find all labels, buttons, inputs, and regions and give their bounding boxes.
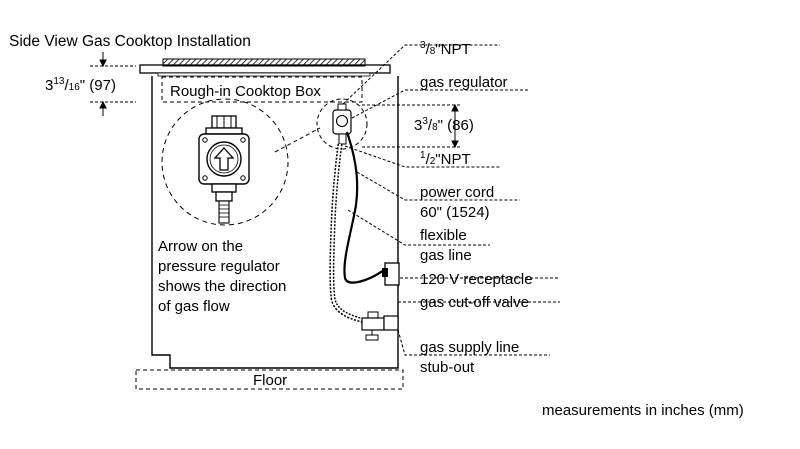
arrow-note-line-2: pressure regulator (158, 258, 280, 275)
arrow-note-line-3: shows the direction (158, 278, 286, 295)
regulator-height-dimension (362, 103, 462, 149)
gas-regulator-label: gas regulator (420, 74, 508, 91)
rough-in-box-label: Rough-in Cooktop Box (170, 83, 321, 100)
rough-in-box-outline (161, 76, 363, 103)
arrow-note-line-4: of gas flow (158, 298, 230, 315)
cooktop-height-label: 313/16" (97) (45, 76, 116, 94)
diagram-title: Side View Gas Cooktop Installation (9, 33, 251, 50)
floor-label: Floor (253, 372, 287, 389)
cooktop-top (139, 58, 391, 77)
cooktop-height-dimension (90, 52, 136, 116)
supply-line-label-2: stub-out (420, 359, 475, 376)
measurements-note: measurements in inches (mm) (542, 402, 744, 419)
npt-top-label: 3/8"NPT (420, 40, 471, 58)
receptacle-label: 120 V receptacle (420, 271, 533, 288)
power-cord-label-1: power cord (420, 184, 494, 201)
arrow-note-line-1: Arrow on the (158, 238, 243, 255)
regulator-height-label: 33/8" (86) (414, 116, 474, 134)
supply-line-label-1: gas supply line (420, 339, 519, 356)
cabinet-outline (151, 76, 399, 369)
receptacle (382, 262, 400, 286)
gas-cutoff-valve (361, 311, 399, 341)
power-cord (343, 131, 385, 284)
flexible-gas-line-label-1: flexible (420, 227, 467, 244)
cutoff-valve-label: gas cut-off valve (420, 294, 529, 311)
callout-leaders (342, 44, 560, 356)
flexible-gas-line-label-2: gas line (420, 247, 472, 264)
flow-direction-arrow-icon (213, 147, 235, 171)
installed-regulator (316, 98, 368, 150)
power-cord-label-2: 60" (1524) (420, 204, 490, 221)
regulator-detail-view (161, 98, 321, 226)
flexible-gas-line (329, 143, 371, 325)
npt-bottom-label: 1/2"NPT (420, 150, 471, 168)
floor-outline (135, 369, 404, 390)
